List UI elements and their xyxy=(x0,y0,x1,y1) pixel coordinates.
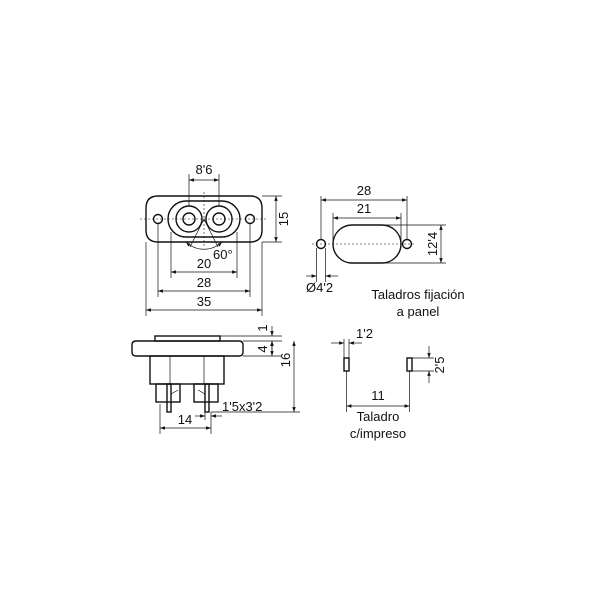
dim-pin-size: 1'5x3'2 xyxy=(222,399,262,414)
pcb-caption-line2: c/impreso xyxy=(350,426,406,441)
dim-shoulder: 4 xyxy=(255,345,270,352)
pcb-slot-left xyxy=(343,357,350,372)
panel-oval-cutout xyxy=(332,224,402,264)
dim-panel-hole-spacing: 28 xyxy=(357,183,371,198)
side-flange xyxy=(131,340,244,357)
panel-cutout: 28 21 12'4 Ø4'2 Taladros fijación a pane… xyxy=(306,183,465,319)
pin-left xyxy=(182,212,196,226)
panel-caption-line1: Taladros fijación xyxy=(371,287,464,302)
side-pin-right xyxy=(204,383,210,413)
side-terminal-left xyxy=(155,383,181,403)
socket-front-view: 8'6 15 60° 20 28 35 xyxy=(140,162,291,316)
pin-right xyxy=(212,212,226,226)
dim-oval-height: 12'4 xyxy=(425,232,440,256)
side-pin-left xyxy=(166,383,172,413)
dim-hole-diameter: Ø4'2 xyxy=(306,280,333,295)
dim-width-inner: 20 xyxy=(197,256,211,271)
side-top-cap xyxy=(154,335,221,342)
dim-overall-width: 35 xyxy=(197,294,211,309)
side-terminal-right xyxy=(193,383,219,403)
pcb-drilling: 1'2 2'5 11 Taladro c/impreso xyxy=(331,326,447,441)
dim-slot-width: 1'2 xyxy=(356,326,373,341)
pcb-slot-right xyxy=(406,357,413,372)
dim-slot-spacing: 11 xyxy=(371,388,385,403)
panel-caption-line2: a panel xyxy=(397,304,440,319)
pcb-caption-line1: Taladro xyxy=(357,409,400,424)
dim-angle: 60° xyxy=(213,247,233,262)
dim-oval-width: 21 xyxy=(357,201,371,216)
socket-side-view: 1 4 16 14 1'5x3'2 xyxy=(131,324,300,434)
dim-slot-length: 2'5 xyxy=(432,357,447,374)
dim-pin-spacing: 14 xyxy=(178,412,192,427)
dim-pin-pitch: 8'6 xyxy=(196,162,213,177)
dim-total-height: 16 xyxy=(278,353,293,367)
dim-height: 15 xyxy=(276,212,291,226)
dim-flange: 1 xyxy=(255,324,270,331)
panel-hole-right xyxy=(401,238,413,250)
side-body xyxy=(149,355,225,385)
socket-body xyxy=(167,200,241,238)
dim-hole-spacing: 28 xyxy=(197,275,211,290)
